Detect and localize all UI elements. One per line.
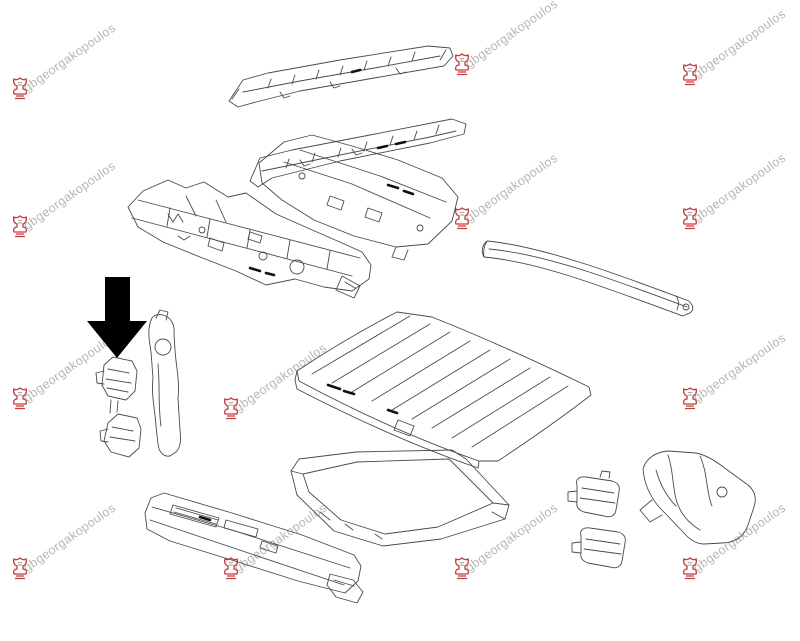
mid-panel-drawing	[258, 134, 459, 261]
clip-bracket-lower-drawing	[571, 527, 626, 569]
lower-bracket-drawing	[99, 413, 142, 458]
vertical-strip-part-drawing	[148, 309, 181, 457]
floor-insulation-panel-drawing	[294, 311, 592, 469]
bumper-reinforcement-bar-drawing	[481, 240, 694, 317]
corner-liner-piece-drawing	[639, 450, 756, 545]
target-bracket-drawing	[95, 356, 138, 414]
front-panel-assembly-drawing	[127, 179, 372, 299]
sill-end-bracket-drawing	[326, 573, 364, 604]
sill-step-panel-drawing	[144, 492, 362, 594]
tray-panel-drawing	[290, 449, 510, 547]
upper-tie-bar-top-drawing	[228, 45, 454, 108]
pointer-arrow	[87, 277, 147, 358]
upper-tie-bar-bottom-drawing	[249, 118, 467, 188]
clip-bracket-upper-drawing	[567, 470, 620, 518]
